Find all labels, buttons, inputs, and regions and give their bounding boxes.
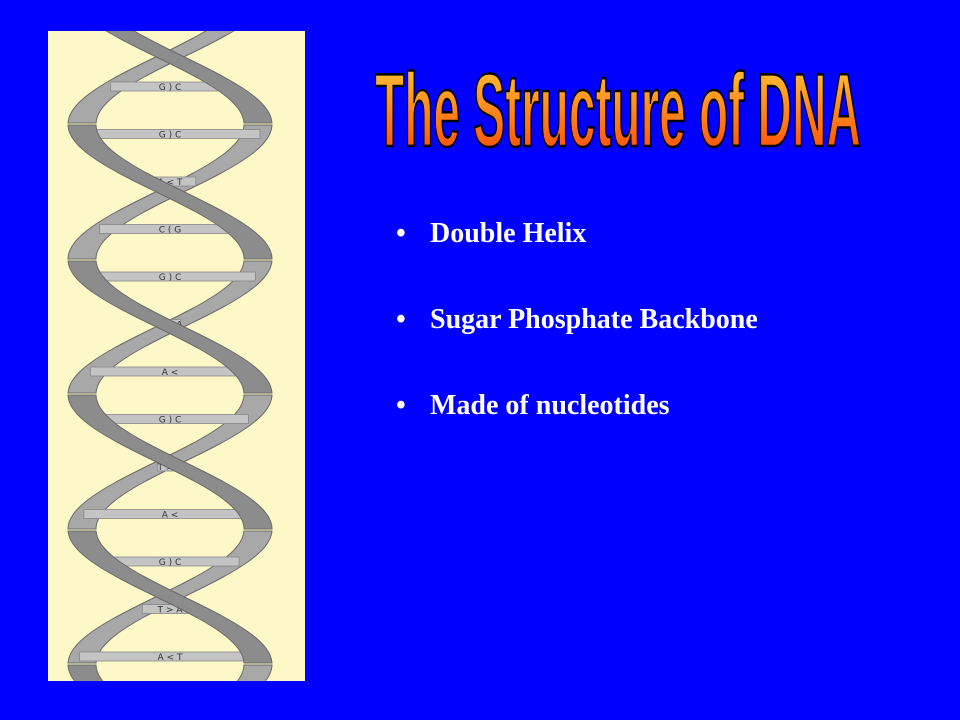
base-pair-label: A < [162,511,179,521]
base-pair-label: G ) C [159,83,182,93]
base-pair-label: C ( G [159,226,182,236]
base-pair-rung: G ) C [79,129,261,141]
helix-strand-front-segment [67,664,104,681]
helix-front-strand [67,31,273,681]
title-text: The Structure of DNA [375,53,861,162]
helix-strand-front-segment [67,394,273,530]
dna-helix-drawing: G ) CG ) CA < TC ( GG ) CT > AA <G ) CT … [48,31,305,681]
base-pair-label: G ) C [159,273,182,283]
bullet-item: • Sugar Phosphate Backbone [392,304,912,336]
base-pair-label: T > A [157,606,184,616]
base-pair-rung: A < [90,366,250,378]
base-pair-label: G ) C [159,558,182,568]
bullet-dot-icon: • [396,304,406,335]
bullet-text: Sugar Phosphate Backbone [430,304,758,335]
bullet-text: Double Helix [430,218,587,249]
base-pair-label: A < T [158,178,183,188]
bullet-dot-icon: • [396,218,406,249]
base-pair-rung: G ) C [84,271,256,283]
base-pair-rung: A < [83,509,257,521]
helix-strand-front-segment [105,31,273,124]
bullet-list: • Double Helix • Sugar Phosphate Backbon… [392,218,912,422]
base-pair-label: A < T [158,653,183,663]
bullet-text: Made of nucleotides [430,390,670,421]
bullet-item: • Double Helix [392,218,912,250]
title-wordart: The Structure of DNA [374,52,863,162]
base-pair-label: G ) C [159,416,182,426]
helix-strand-front-segment [67,260,273,394]
helix-strand-back-segment [236,664,273,681]
slide-title: The Structure of DNA [358,42,878,162]
bullet-dot-icon: • [396,390,406,421]
base-pair-label: A < [162,368,179,378]
helix-strand-front-segment [67,124,273,260]
bullet-item: • Made of nucleotides [392,390,912,422]
dna-helix-illustration: G ) CG ) CA < TC ( GG ) CT > AA <G ) CT … [48,31,305,681]
base-pair-rungs: G ) CG ) CA < TC ( GG ) CT > AA <G ) CT … [79,81,261,663]
base-pair-rung: A < T [79,651,261,663]
helix-strand-front-segment [67,530,273,664]
base-pair-label: G ) C [159,131,182,141]
